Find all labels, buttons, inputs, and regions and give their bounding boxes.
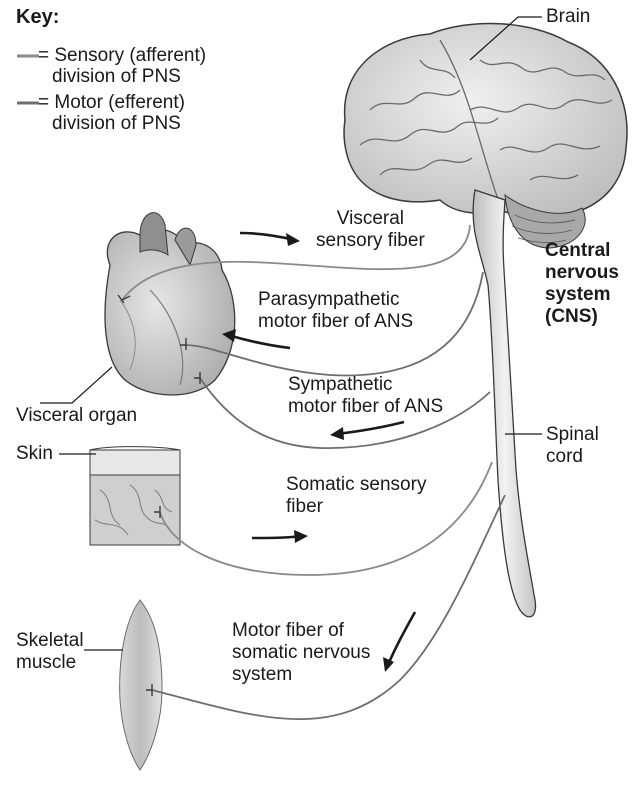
arrow-parasympathetic: [228, 335, 290, 348]
arrowhead-somatic-sensory: [294, 530, 308, 543]
visceral-organ-label: Visceral organ: [16, 405, 137, 427]
spinal-cord-illustration: [473, 190, 535, 617]
somatic-motor-fiber-label: Motor fiber of somatic nervous system: [232, 620, 370, 686]
skin-illustration: [90, 447, 180, 545]
skeletal-muscle-label: Skeletal muscle: [16, 630, 84, 674]
heart-illustration: [105, 213, 235, 395]
key-sensory-label: = Sensory (afferent): [38, 45, 206, 67]
spinal-cord-label: Spinal cord: [546, 424, 599, 468]
parasympathetic-fiber-label: Parasympathetic motor fiber of ANS: [258, 289, 413, 333]
cns-label: Central nervous system (CNS): [545, 240, 619, 328]
arrow-somatic-motor: [388, 612, 415, 665]
somatic-sensory-fiber-label: Somatic sensory fiber: [286, 474, 426, 518]
skin-label: Skin: [16, 443, 53, 465]
arrowhead-somatic-motor: [383, 657, 394, 672]
arrowhead-visceral-sensory: [286, 233, 300, 246]
key-motor-sublabel: division of PNS: [52, 113, 181, 135]
sympathetic-fiber-label: Sympathetic motor fiber of ANS: [288, 374, 443, 418]
arrowhead-sympathetic: [330, 427, 344, 440]
arrow-sympathetic: [336, 422, 404, 434]
key-title: Key:: [16, 6, 59, 28]
skeletal-muscle-illustration: [120, 600, 162, 770]
brain-label: Brain: [546, 6, 590, 28]
key-sensory-sublabel: division of PNS: [52, 66, 181, 88]
visceral-organ-leader-line: [40, 367, 112, 403]
visceral-sensory-fiber-label: Visceral sensory fiber: [316, 208, 425, 252]
key-motor-label: = Motor (efferent): [38, 92, 185, 114]
